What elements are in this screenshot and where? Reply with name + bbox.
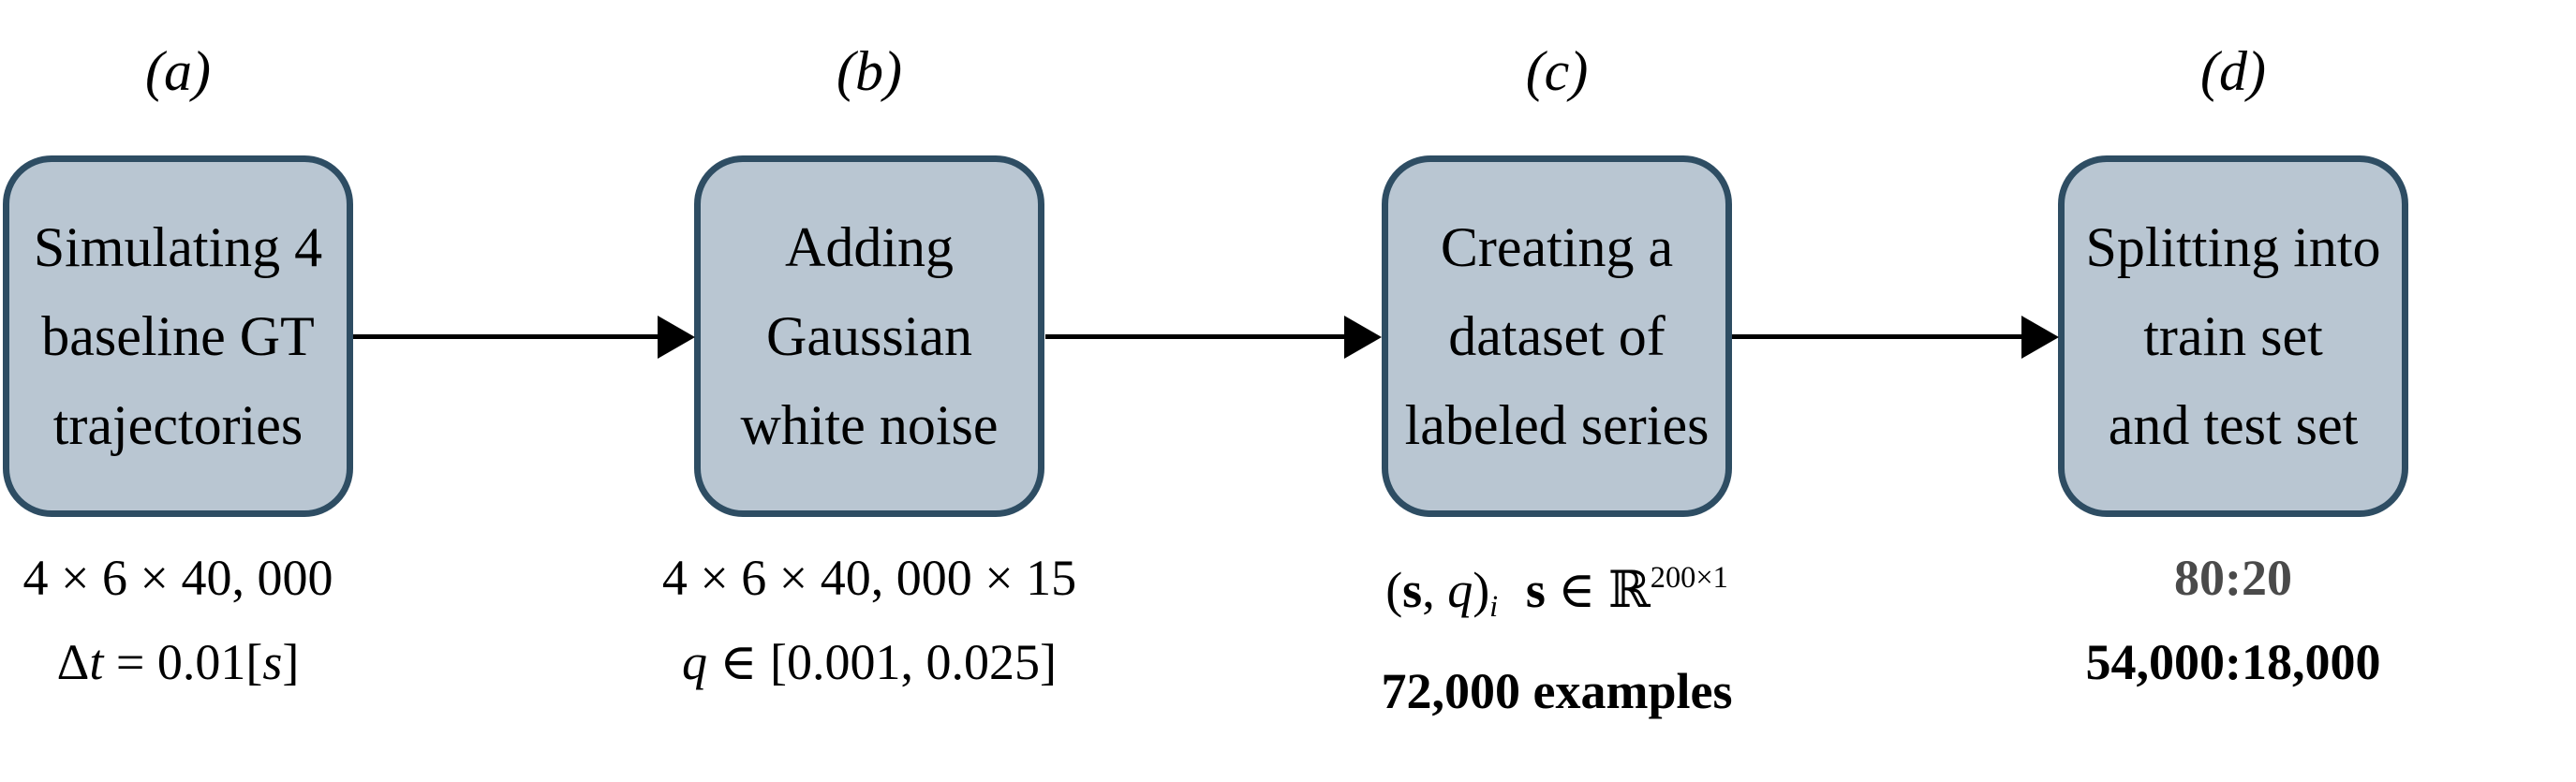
math-token: ∈ [0.001, 0.025] [707, 634, 1057, 690]
caption-b-line-1: 4 × 6 × 40, 000 × 15 [570, 536, 1169, 620]
real-numbers-symbol: ℝ [1607, 560, 1651, 620]
step-box-a: Simulating 4 baseline GT trajectories [3, 155, 353, 517]
math-token: ) [1473, 562, 1490, 619]
arrowhead-icon [2021, 316, 2059, 359]
math-token: = 0.01[ [103, 634, 263, 690]
caption-a-line-2: Δt = 0.01[s] [0, 620, 478, 704]
arrowhead-icon [658, 316, 695, 359]
box-line: trajectories [52, 393, 303, 456]
arrow-shaft [1732, 334, 2027, 339]
step-b: (b) Adding Gaussian white noise 4 × 6 × … [626, 0, 1113, 782]
step-label-a: (a) [145, 40, 211, 102]
step-box-b: Adding Gaussian white noise [694, 155, 1044, 517]
caption-d-line-2: 54,000:18,000 [1933, 620, 2533, 704]
step-a: (a) Simulating 4 baseline GT trajectorie… [0, 0, 422, 782]
math-token: s [1402, 562, 1423, 619]
step-label-b: (b) [836, 40, 902, 102]
math-token: 4 × 6 × 40, 000 [22, 550, 333, 606]
box-line: train set [2143, 304, 2323, 367]
step-c: (c) Creating a dataset of labeled series… [1313, 0, 1800, 782]
arrow-b-to-c [1045, 316, 1382, 359]
math-token: t [89, 634, 104, 690]
math-token: s [262, 634, 283, 690]
step-d: (d) Splitting into train set and test se… [1990, 0, 2477, 782]
box-line: Creating a [1440, 215, 1674, 278]
caption-d-line-1: 80:20 [1933, 536, 2533, 620]
caption-a-line-1: 4 × 6 × 40, 000 [0, 536, 478, 620]
caption-a: 4 × 6 × 40, 000 Δt = 0.01[s] [0, 536, 478, 704]
math-token: q [1447, 562, 1473, 619]
caption-c-line-2: 72,000 examples [1257, 649, 1857, 733]
caption-d: 80:20 54,000:18,000 [1933, 536, 2533, 704]
arrow-c-to-d [1732, 316, 2059, 359]
box-line: dataset of [1448, 304, 1666, 367]
math-token: q [682, 634, 708, 690]
arrowhead-icon [1344, 316, 1382, 359]
caption-b-line-2: q ∈ [0.001, 0.025] [570, 620, 1169, 704]
box-line: baseline GT [41, 304, 315, 367]
math-token: ∈ [1545, 562, 1608, 619]
math-token: s [1525, 562, 1546, 619]
math-token: , [1422, 562, 1448, 619]
step-label-c: (c) [1525, 40, 1589, 102]
math-token: Δ [56, 634, 90, 690]
arrow-shaft [1045, 334, 1350, 339]
math-token: 200×1 [1650, 561, 1728, 595]
step-box-c: Creating a dataset of labeled series [1382, 155, 1732, 517]
math-token: ( [1385, 562, 1403, 619]
split-counts: 54,000:18,000 [2085, 634, 2381, 690]
arrow-shaft [353, 334, 663, 339]
box-line: Splitting into [2085, 215, 2381, 278]
box-line: Adding [785, 215, 954, 278]
box-line: and test set [2108, 393, 2359, 456]
box-line: Simulating 4 [33, 215, 323, 278]
box-line: white noise [740, 393, 999, 456]
split-ratio: 80:20 [2174, 550, 2292, 606]
caption-b: 4 × 6 × 40, 000 × 15 q ∈ [0.001, 0.025] [570, 536, 1169, 704]
math-token: ] [282, 634, 300, 690]
math-token: 72,000 examples [1381, 662, 1733, 719]
math-token: 4 × 6 × 40, 000 × 15 [661, 550, 1077, 606]
box-line: Gaussian [766, 304, 972, 367]
step-label-d: (d) [2200, 40, 2266, 102]
box-line: labeled series [1404, 393, 1710, 456]
math-token: i [1489, 589, 1499, 624]
step-box-d: Splitting into train set and test set [2058, 155, 2408, 517]
arrow-a-to-b [353, 316, 695, 359]
